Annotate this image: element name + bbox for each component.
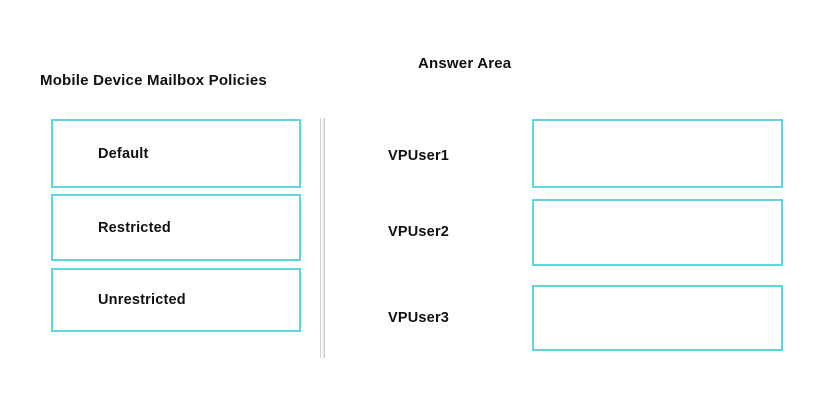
drop-target-value <box>534 201 781 264</box>
vertical-scrollbar[interactable] <box>320 118 325 358</box>
policy-source-list: Default Restricted Unrestricted <box>51 119 301 332</box>
answer-row-label-vpuser1: VPUser1 <box>388 148 450 164</box>
policy-item-label: Default <box>98 145 149 162</box>
drop-target-value <box>534 121 781 186</box>
policy-item-label: Restricted <box>98 219 171 236</box>
source-panel-title: Mobile Device Mailbox Policies <box>40 72 267 89</box>
drop-target-vpuser2[interactable] <box>532 199 783 266</box>
drop-target-vpuser3[interactable] <box>532 285 783 351</box>
policy-item-label: Unrestricted <box>98 292 186 308</box>
answer-row-label-vpuser2: VPUser2 <box>388 224 450 240</box>
drop-target-value <box>534 287 781 349</box>
answer-area-title: Answer Area <box>418 55 512 72</box>
policy-item-restricted[interactable]: Restricted <box>51 194 301 261</box>
policy-item-default[interactable]: Default <box>51 119 301 188</box>
answer-row-label-vpuser3: VPUser3 <box>388 310 450 326</box>
policy-item-unrestricted[interactable]: Unrestricted <box>51 268 301 332</box>
drop-target-vpuser1[interactable] <box>532 119 783 188</box>
